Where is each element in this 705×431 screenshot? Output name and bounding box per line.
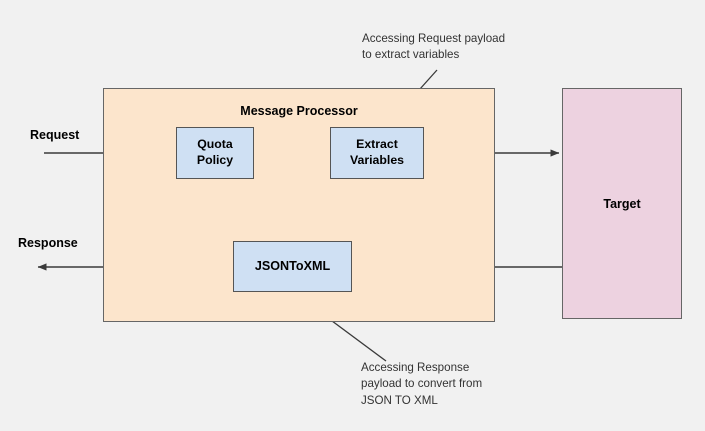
jsontoxml-node[interactable]: JSONToXML xyxy=(233,241,352,292)
request-annotation-text: Accessing Request payload to extract var… xyxy=(362,32,506,62)
message-processor-title: Message Processor xyxy=(240,104,358,118)
target-node[interactable]: Target xyxy=(562,88,682,319)
quota-policy-node[interactable]: Quota Policy xyxy=(176,127,254,179)
extract-variables-node[interactable]: Extract Variables xyxy=(330,127,424,179)
response-label: Response xyxy=(18,236,78,250)
request-label: Request xyxy=(30,128,80,142)
response-annotation-text: Accessing Response payload to convert fr… xyxy=(361,361,483,407)
